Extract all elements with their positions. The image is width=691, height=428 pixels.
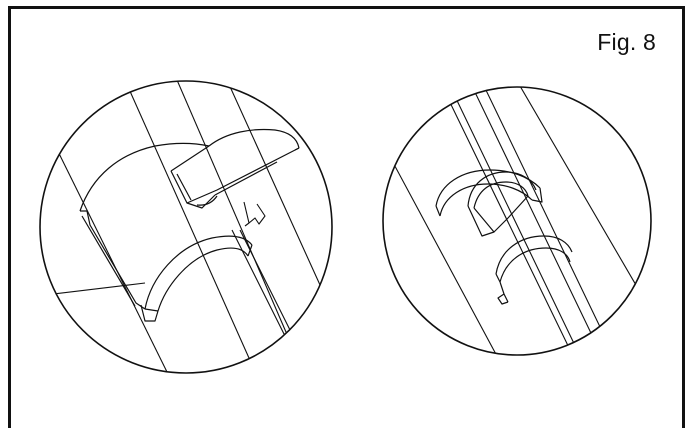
- clip-lower-ring: [495, 235, 573, 305]
- clip-closed-detail: [382, 86, 652, 356]
- clip-open-detail: [39, 80, 333, 374]
- detail-circle-right: [382, 86, 652, 356]
- figure-label: Fig. 8: [597, 29, 656, 55]
- tube-outline: [383, 87, 651, 355]
- clip-ring: [435, 169, 543, 217]
- clip-latch: [467, 171, 537, 237]
- lock-tab: [243, 201, 266, 227]
- clip-latch: [170, 128, 300, 209]
- clip-body: [79, 142, 253, 322]
- detail-circle-left: [39, 80, 333, 374]
